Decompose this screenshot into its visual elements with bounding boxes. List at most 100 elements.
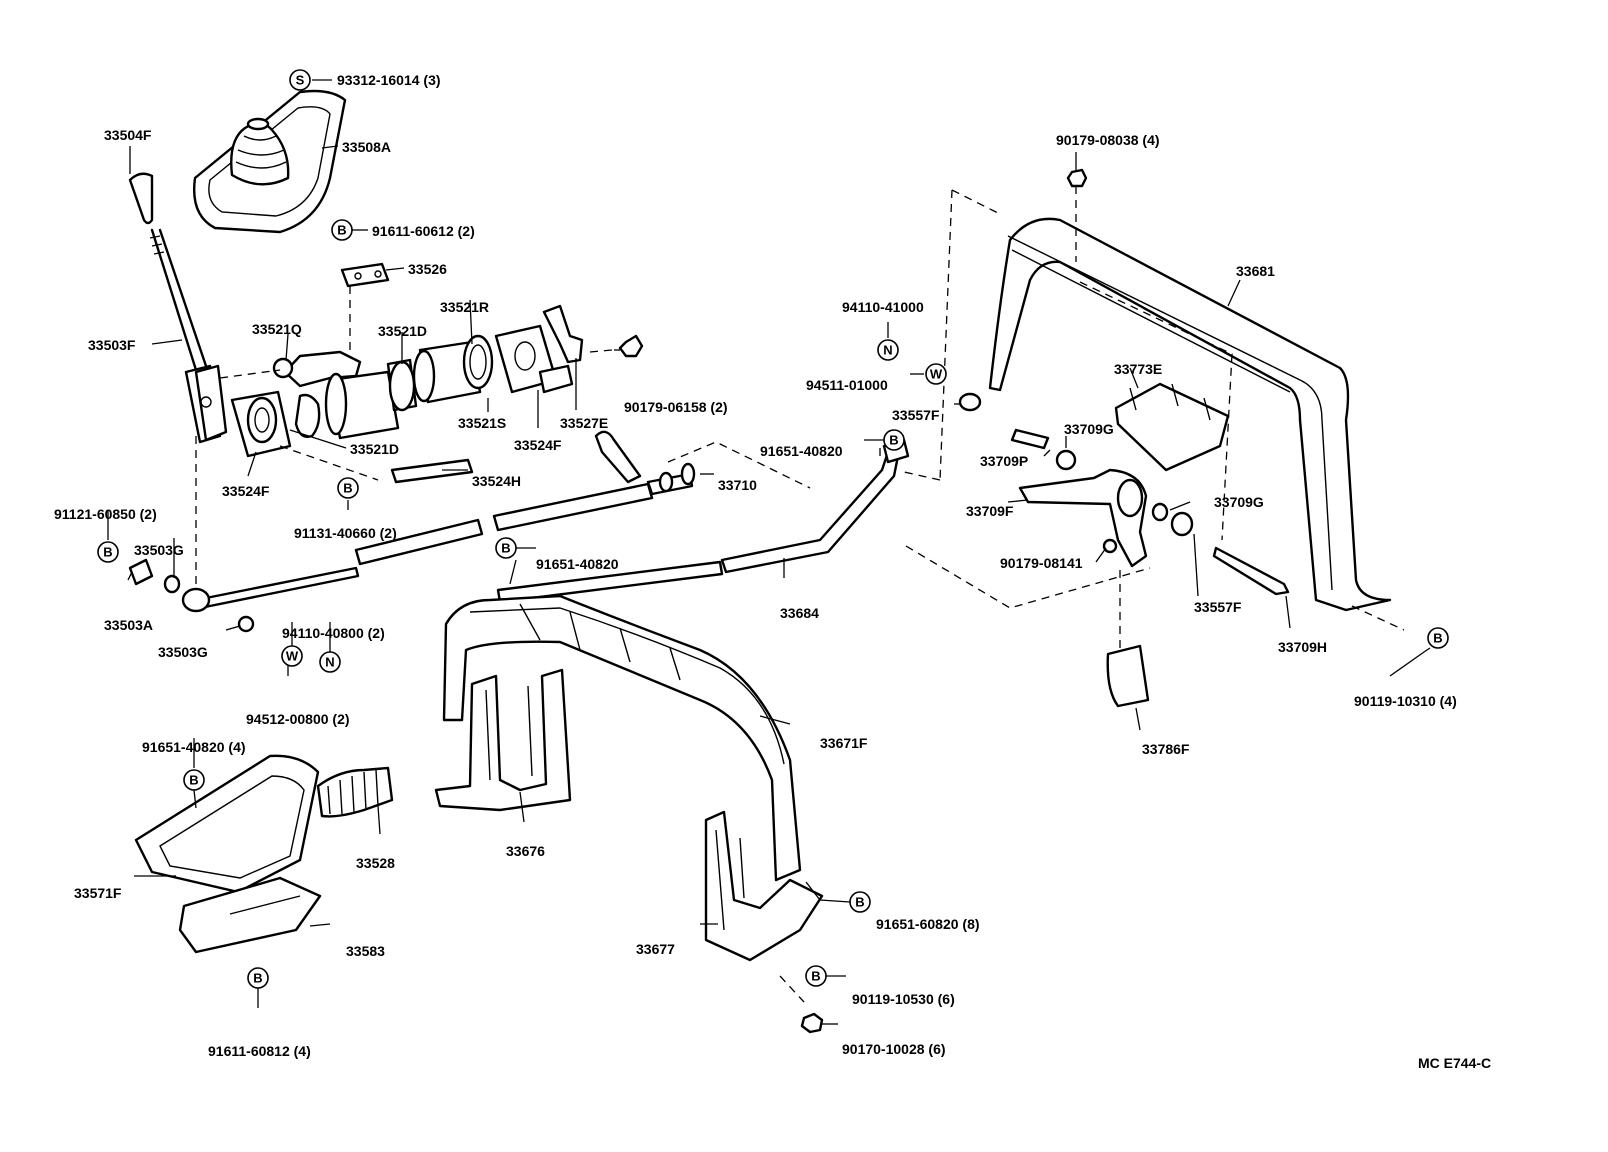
label-33524F-left: 33524F [222,483,270,499]
part-labels: 93312-16014 (3) 33508A 33504F 91611-6061… [54,72,1491,1071]
label-33508A: 33508A [342,139,391,155]
svg-text:B: B [889,433,898,448]
symbol-b-icon: B [1427,627,1449,649]
label-90179-08038: 90179-08038 (4) [1056,132,1160,148]
label-90179-08141: 90179-08141 [1000,555,1083,571]
symbol-n-icon: N [319,651,341,673]
label-33709H: 33709H [1278,639,1327,655]
symbol-b-icon: B [183,769,205,791]
label-94511-01000: 94511-01000 [806,377,888,393]
label-33709G-top: 33709G [1064,421,1114,437]
label-90119-10310: 90119-10310 (4) [1354,693,1457,709]
label-93312-16014: 93312-16014 (3) [337,72,441,88]
shift-boot-drawing [193,89,347,234]
svg-text:B: B [811,969,820,984]
bracket-33676-drawing [434,668,572,812]
label-91611-60812: 91611-60812 (4) [208,1043,311,1059]
label-33709G-right: 33709G [1214,494,1264,510]
nut-icon [800,1012,824,1034]
label-91651-60820: 91651-60820 (8) [876,916,980,932]
diagram-code: MC E744-C [1418,1055,1491,1071]
svg-text:B: B [855,895,864,910]
label-33503G-bottom: 33503G [158,644,208,660]
label-33521D-top: 33521D [378,323,427,339]
label-33773E: 33773E [1114,361,1162,377]
svg-text:N: N [883,343,892,358]
svg-text:B: B [337,223,346,238]
control-rod-drawing [496,438,910,604]
bracket-33677-drawing [704,810,824,962]
leader-lines [107,79,1431,1025]
svg-text:N: N [325,655,334,670]
label-33709P: 33709P [980,453,1028,469]
label-33557F-left: 33557F [892,407,940,423]
svg-text:B: B [189,773,198,788]
svg-text:B: B [253,971,262,986]
label-33521Q: 33521Q [252,321,302,337]
bracket-33773e-drawing [1114,382,1230,472]
label-33504F: 33504F [104,127,152,143]
shift-rods-drawing [128,430,696,633]
svg-text:B: B [1433,631,1442,646]
shift-housing-drawing [230,262,644,458]
symbol-b-icon: B [331,219,353,241]
label-33503A: 33503A [104,617,153,633]
label-33524F-right: 33524F [514,437,562,453]
label-33503G-top: 33503G [134,542,184,558]
symbol-b-icon: B [805,965,827,987]
symbol-w-icon: W [925,363,947,385]
svg-text:S: S [296,73,305,88]
label-91611-60612: 91611-60612 (2) [372,223,475,239]
label-33557F-right: 33557F [1194,599,1242,615]
svg-text:W: W [286,649,299,664]
label-33528: 33528 [356,855,395,871]
label-33524H: 33524H [472,473,521,489]
label-33684: 33684 [780,605,819,621]
label-33527E: 33527E [560,415,608,431]
label-94110-41000: 94110-41000 [842,299,924,315]
label-33583: 33583 [346,943,385,959]
label-33786F: 33786F [1142,741,1190,757]
label-33681: 33681 [1236,263,1275,279]
symbol-b-icon: B [337,477,359,499]
alignment-lines [195,186,1405,1003]
shift-lever-drawing [149,228,228,444]
symbol-circles: S B B B B W N B B B B B N W B [97,69,1449,989]
label-91121-60850: 91121-60850 (2) [54,506,157,522]
symbol-w-icon: W [281,645,303,667]
symbol-b-icon: B [247,967,269,989]
label-91651-40820-four: 91651-40820 (4) [142,739,246,755]
shift-knob-drawing [128,172,154,225]
label-90170-10028: 90170-10028 (6) [842,1041,946,1057]
label-33521S: 33521S [458,415,506,431]
label-33526: 33526 [408,261,447,277]
svg-text:B: B [343,481,352,496]
floor-panel-drawing [134,754,394,954]
symbol-b-icon: B [849,891,871,913]
svg-text:B: B [103,545,112,560]
symbol-b-icon: B [97,541,119,563]
label-33709F: 33709F [966,503,1014,519]
label-94512-00800: 94512-00800 (2) [246,711,350,727]
label-33710: 33710 [718,477,757,493]
label-91131-40660: 91131-40660 (2) [294,525,397,541]
frame-33681-drawing [958,217,1392,612]
label-90179-06158: 90179-06158 (2) [624,399,728,415]
svg-text:B: B [501,541,510,556]
label-33676: 33676 [506,843,545,859]
svg-text:W: W [930,367,943,382]
label-33677: 33677 [636,941,675,957]
label-33521D-bottom: 33521D [350,441,399,457]
label-94110-40800: 94110-40800 (2) [282,625,385,641]
symbol-n-icon: N [877,339,899,361]
label-33671F: 33671F [820,735,868,751]
label-33521R: 33521R [440,299,489,315]
pivot-assembly-drawing [1010,168,1290,708]
label-90119-10530: 90119-10530 (6) [852,991,955,1007]
label-33571F: 33571F [74,885,122,901]
symbol-b-icon: B [883,429,905,451]
label-91651-40820-right: 91651-40820 [760,443,843,459]
symbol-b-icon: B [495,537,517,559]
label-91651-40820-mid: 91651-40820 [536,556,619,572]
